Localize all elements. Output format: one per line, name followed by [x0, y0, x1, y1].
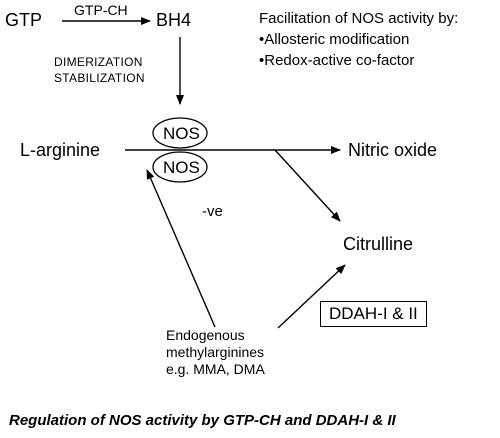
facilitation-heading: Facilitation of NOS activity by: — [259, 10, 459, 27]
gtp-label: GTP — [5, 10, 43, 30]
facilitation-item-redox: •Redox-active co-factor — [259, 52, 415, 69]
citrulline-label: Citrulline — [343, 234, 414, 254]
nos-bottom-ellipse — [152, 151, 208, 183]
arrow-methylarginines-to-nos — [146, 169, 216, 328]
nitric-oxide-label: Nitric oxide — [348, 140, 438, 160]
bh4-label: BH4 — [156, 10, 192, 30]
stabilization-label: STABILIZATION — [54, 71, 145, 85]
nos-bottom-label: NOS — [163, 158, 200, 177]
facilitation-item-allosteric: •Allosteric modification — [259, 31, 410, 48]
endogenous-methylarginines-label: Endogenous methylarginines e.g. MMA, DMA — [166, 327, 265, 378]
endogenous-line-3: e.g. MMA, DMA — [166, 361, 265, 377]
negative-regulation-label: -ve — [202, 203, 223, 220]
arrow-methylarginines-to-citrulline — [277, 264, 346, 329]
endogenous-line-1: Endogenous — [166, 327, 245, 343]
figure-caption: Regulation of NOS activity by GTP-CH and… — [9, 412, 396, 429]
nos-top-ellipse — [152, 117, 208, 149]
endogenous-line-2: methylarginines — [166, 344, 265, 360]
l-arginine-label: L-arginine — [20, 140, 101, 160]
ddah-box: DDAH-I & II — [320, 301, 427, 327]
arrow-to-citrulline — [274, 149, 341, 222]
dimerization-label: DIMERIZATION — [54, 55, 143, 69]
gtp-ch-label: GTP-CH — [74, 2, 128, 18]
nos-top-label: NOS — [163, 124, 200, 143]
